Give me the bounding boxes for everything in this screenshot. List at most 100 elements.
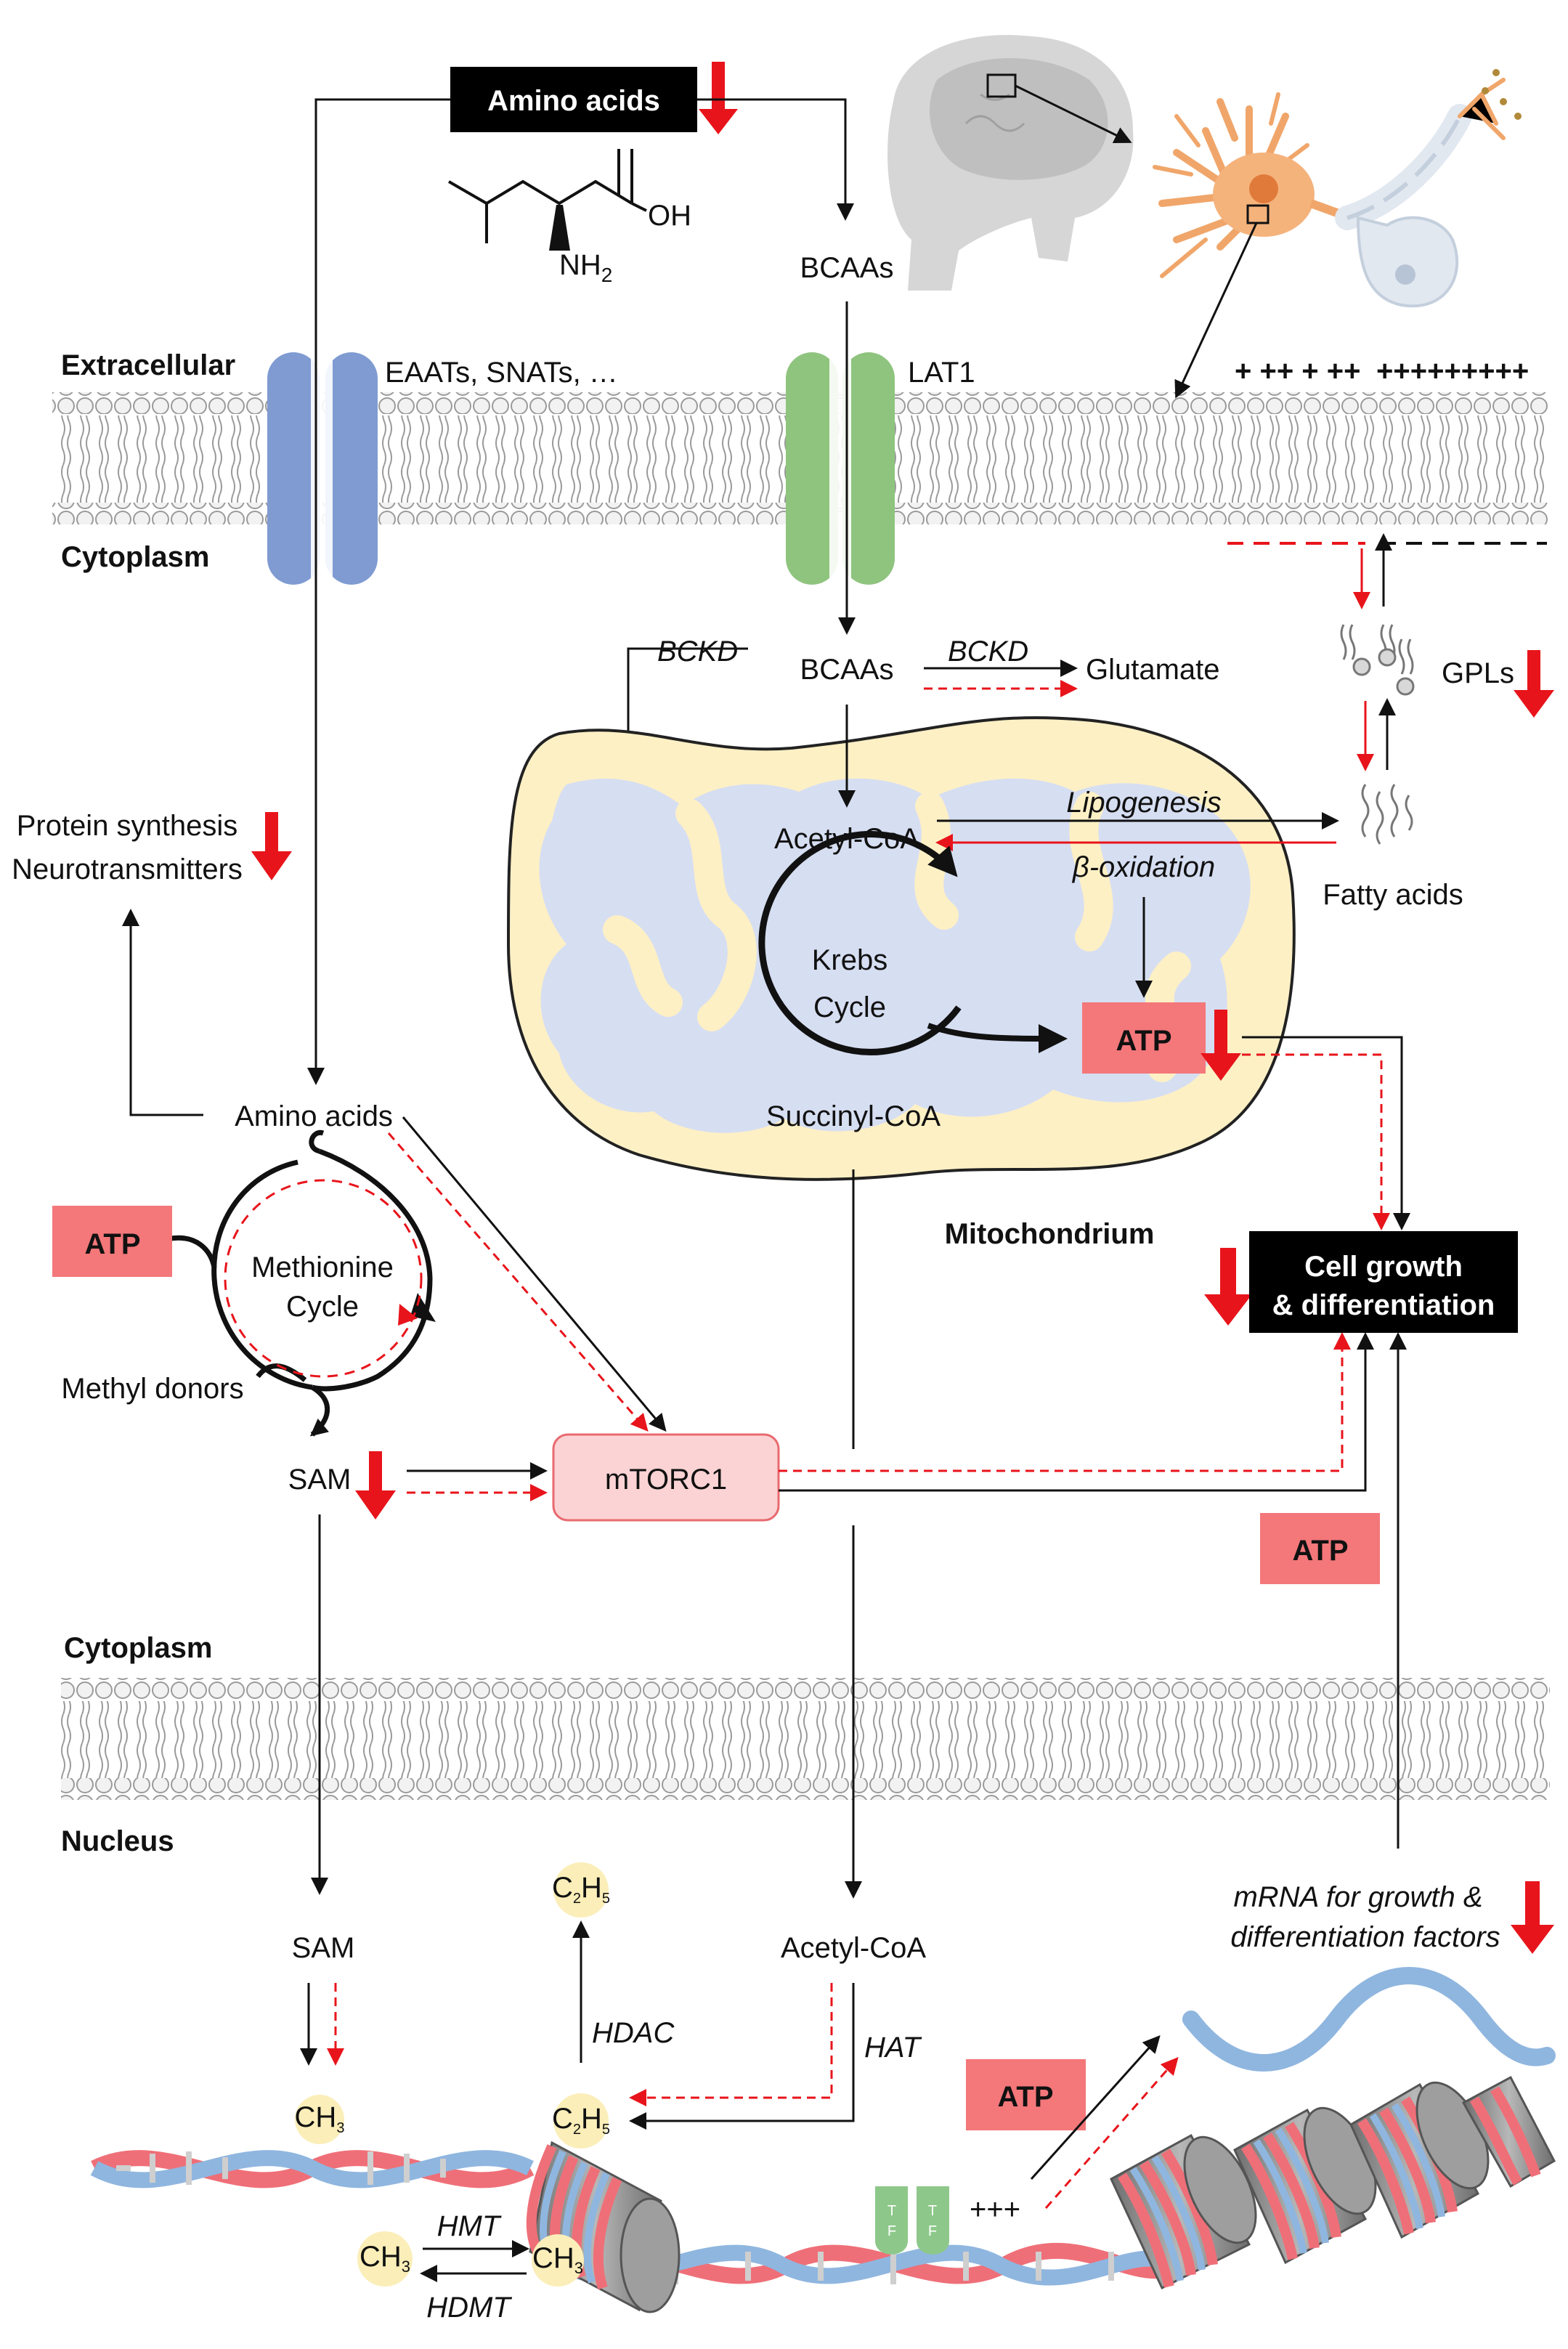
dna-icon <box>90 2150 1182 2286</box>
neuron-icon <box>1153 69 1522 308</box>
amino-acids-top-label: Amino acids <box>487 85 660 117</box>
c2h5-dna-icon <box>553 2093 609 2149</box>
hdac-label: HDAC <box>592 2017 675 2049</box>
krebs-label-line2: Cycle <box>813 991 886 1023</box>
nh2-label: NH2 <box>559 249 612 286</box>
nucleosome-icon <box>526 2141 681 2313</box>
transcription-black-arrow <box>1030 2035 1161 2180</box>
atp-left-label: ATP <box>84 1228 140 1260</box>
c2h5-released-icon <box>553 1862 609 1918</box>
aa-to-bcaas-line <box>697 98 854 221</box>
extracellular-label: Extracellular <box>61 349 235 381</box>
nuclear-membrane <box>61 1678 1550 1800</box>
ch3-left-icon <box>357 2231 413 2287</box>
atp-mito-label: ATP <box>1116 1025 1171 1057</box>
neurotransmitters-label: Neurotransmitters <box>12 853 243 885</box>
aa-to-protein-line <box>122 909 203 1116</box>
atp-to-cellgrowth-black <box>1242 1036 1410 1230</box>
lipogenesis-label: Lipogenesis <box>1066 787 1222 819</box>
membrane-charge-red: + ++ + ++ <box>1235 355 1361 387</box>
krebs-cycle-ring <box>758 831 962 1056</box>
methionine-sam-curl <box>309 1384 330 1437</box>
atp-box-nucleus <box>966 2059 1086 2130</box>
aa-to-transporter-line <box>307 98 450 1085</box>
ch3-left-label: CH3 <box>359 2241 410 2276</box>
transporters-label: EAATs, SNATs, … <box>385 357 618 389</box>
fatty-acids-label: Fatty acids <box>1323 879 1463 911</box>
methionine-label-line1: Methionine <box>251 1251 394 1283</box>
decrease-arrow <box>699 62 738 134</box>
beta-oxidation-label: β-oxidation <box>1072 851 1215 883</box>
atp-nucleus-label: ATP <box>997 2081 1053 2113</box>
plus-tf-label: +++ <box>970 2194 1020 2226</box>
aa-to-mtorc1-red <box>387 1132 649 1432</box>
acetyl-coa-nucleus-label: Acetyl-CoA <box>781 1932 926 1964</box>
hdmt-label: HDMT <box>426 2292 512 2324</box>
decrease-arrow <box>355 1451 396 1520</box>
ch3-dna-label: CH3 <box>295 2101 345 2136</box>
krebs-to-atp-arrow <box>927 1023 1068 1053</box>
nucleosome-icon <box>1110 2133 1257 2290</box>
decrease-arrow <box>251 812 292 880</box>
brain-zoom-line <box>1015 84 1132 143</box>
bckd-right-label: BCKD <box>948 636 1028 668</box>
c2h5-top-label: C2H5 <box>552 1872 610 1907</box>
transcription-red-arrow <box>1044 2056 1179 2209</box>
decrease-arrow <box>1204 1248 1252 1326</box>
methionine-arrowhead <box>410 1293 436 1322</box>
c2h5-dna-label: C2H5 <box>552 2103 610 2138</box>
mrna-label-line1: mRNA for growth & <box>1233 1881 1482 1913</box>
svg-text:T: T <box>887 2203 896 2219</box>
svg-text:F: F <box>928 2223 937 2239</box>
wedge-bond <box>549 205 570 251</box>
decrease-arrow <box>1201 1010 1241 1081</box>
ch3-right-label: CH3 <box>532 2242 583 2277</box>
cytoplasm-bottom-label: Cytoplasm <box>64 1632 213 1664</box>
mitochondrium-label: Mitochondrium <box>945 1218 1155 1250</box>
krebs-label-line1: Krebs <box>812 944 888 976</box>
hmt-label: HMT <box>437 2210 502 2242</box>
bcaas-intracellular-label: BCAAs <box>800 654 894 686</box>
amino-acids-box <box>450 67 697 132</box>
cell-growth-label-line2: & differentiation <box>1272 1289 1495 1321</box>
mtorc1-to-cellgrowth-red <box>779 1332 1351 1472</box>
neuron-zoom-line <box>1174 222 1258 399</box>
bckd-left-label: BCKD <box>657 636 738 668</box>
svg-text:F: F <box>887 2223 896 2239</box>
methionine-red-arrowhead <box>398 1304 418 1326</box>
cell-growth-label-line1: Cell growth <box>1304 1251 1463 1283</box>
succinyl-coa-label: Succinyl-CoA <box>766 1100 941 1132</box>
brain-icon <box>887 35 1134 291</box>
methionine-atp-curl <box>170 1235 217 1268</box>
mrna-icon <box>1182 1967 1556 2072</box>
methionine-aa-curl <box>309 1129 325 1154</box>
hat-black-arrow <box>629 1983 855 2130</box>
lat1-label: LAT1 <box>908 357 975 389</box>
atp-right-label: ATP <box>1292 1535 1348 1567</box>
aa-to-mtorc1-black <box>402 1116 667 1432</box>
atp-box-mito <box>1082 1002 1206 1074</box>
hat-label: HAT <box>864 2032 922 2064</box>
oh-label: OH <box>648 200 691 232</box>
decrease-arrow <box>1511 1881 1554 1954</box>
fatty-acid-icon <box>1361 784 1413 845</box>
methyl-donors-label: Methyl donors <box>61 1373 243 1405</box>
lat1-transporter <box>786 352 895 585</box>
phospholipid-icon <box>1340 624 1415 696</box>
svg-text:T: T <box>928 2203 937 2219</box>
atp-to-cellgrowth-red <box>1242 1053 1390 1230</box>
mtorc1-box <box>552 1433 780 1522</box>
atp-box-right <box>1260 1513 1380 1584</box>
mtorc1-label: mTORC1 <box>605 1464 727 1496</box>
decrease-arrow <box>1514 650 1554 718</box>
methionine-label-line2: Cycle <box>286 1291 359 1323</box>
eaat-snat-transporter <box>267 352 378 585</box>
sam-nucleus-label: SAM <box>292 1932 355 1964</box>
protein-synthesis-label: Protein synthesis <box>17 810 238 842</box>
leucine-structure-icon <box>448 149 647 243</box>
nucleus-label: Nucleus <box>61 1825 174 1857</box>
ch3-dna-icon <box>295 2095 344 2144</box>
mrna-label-line2: differentiation factors <box>1230 1921 1500 1953</box>
